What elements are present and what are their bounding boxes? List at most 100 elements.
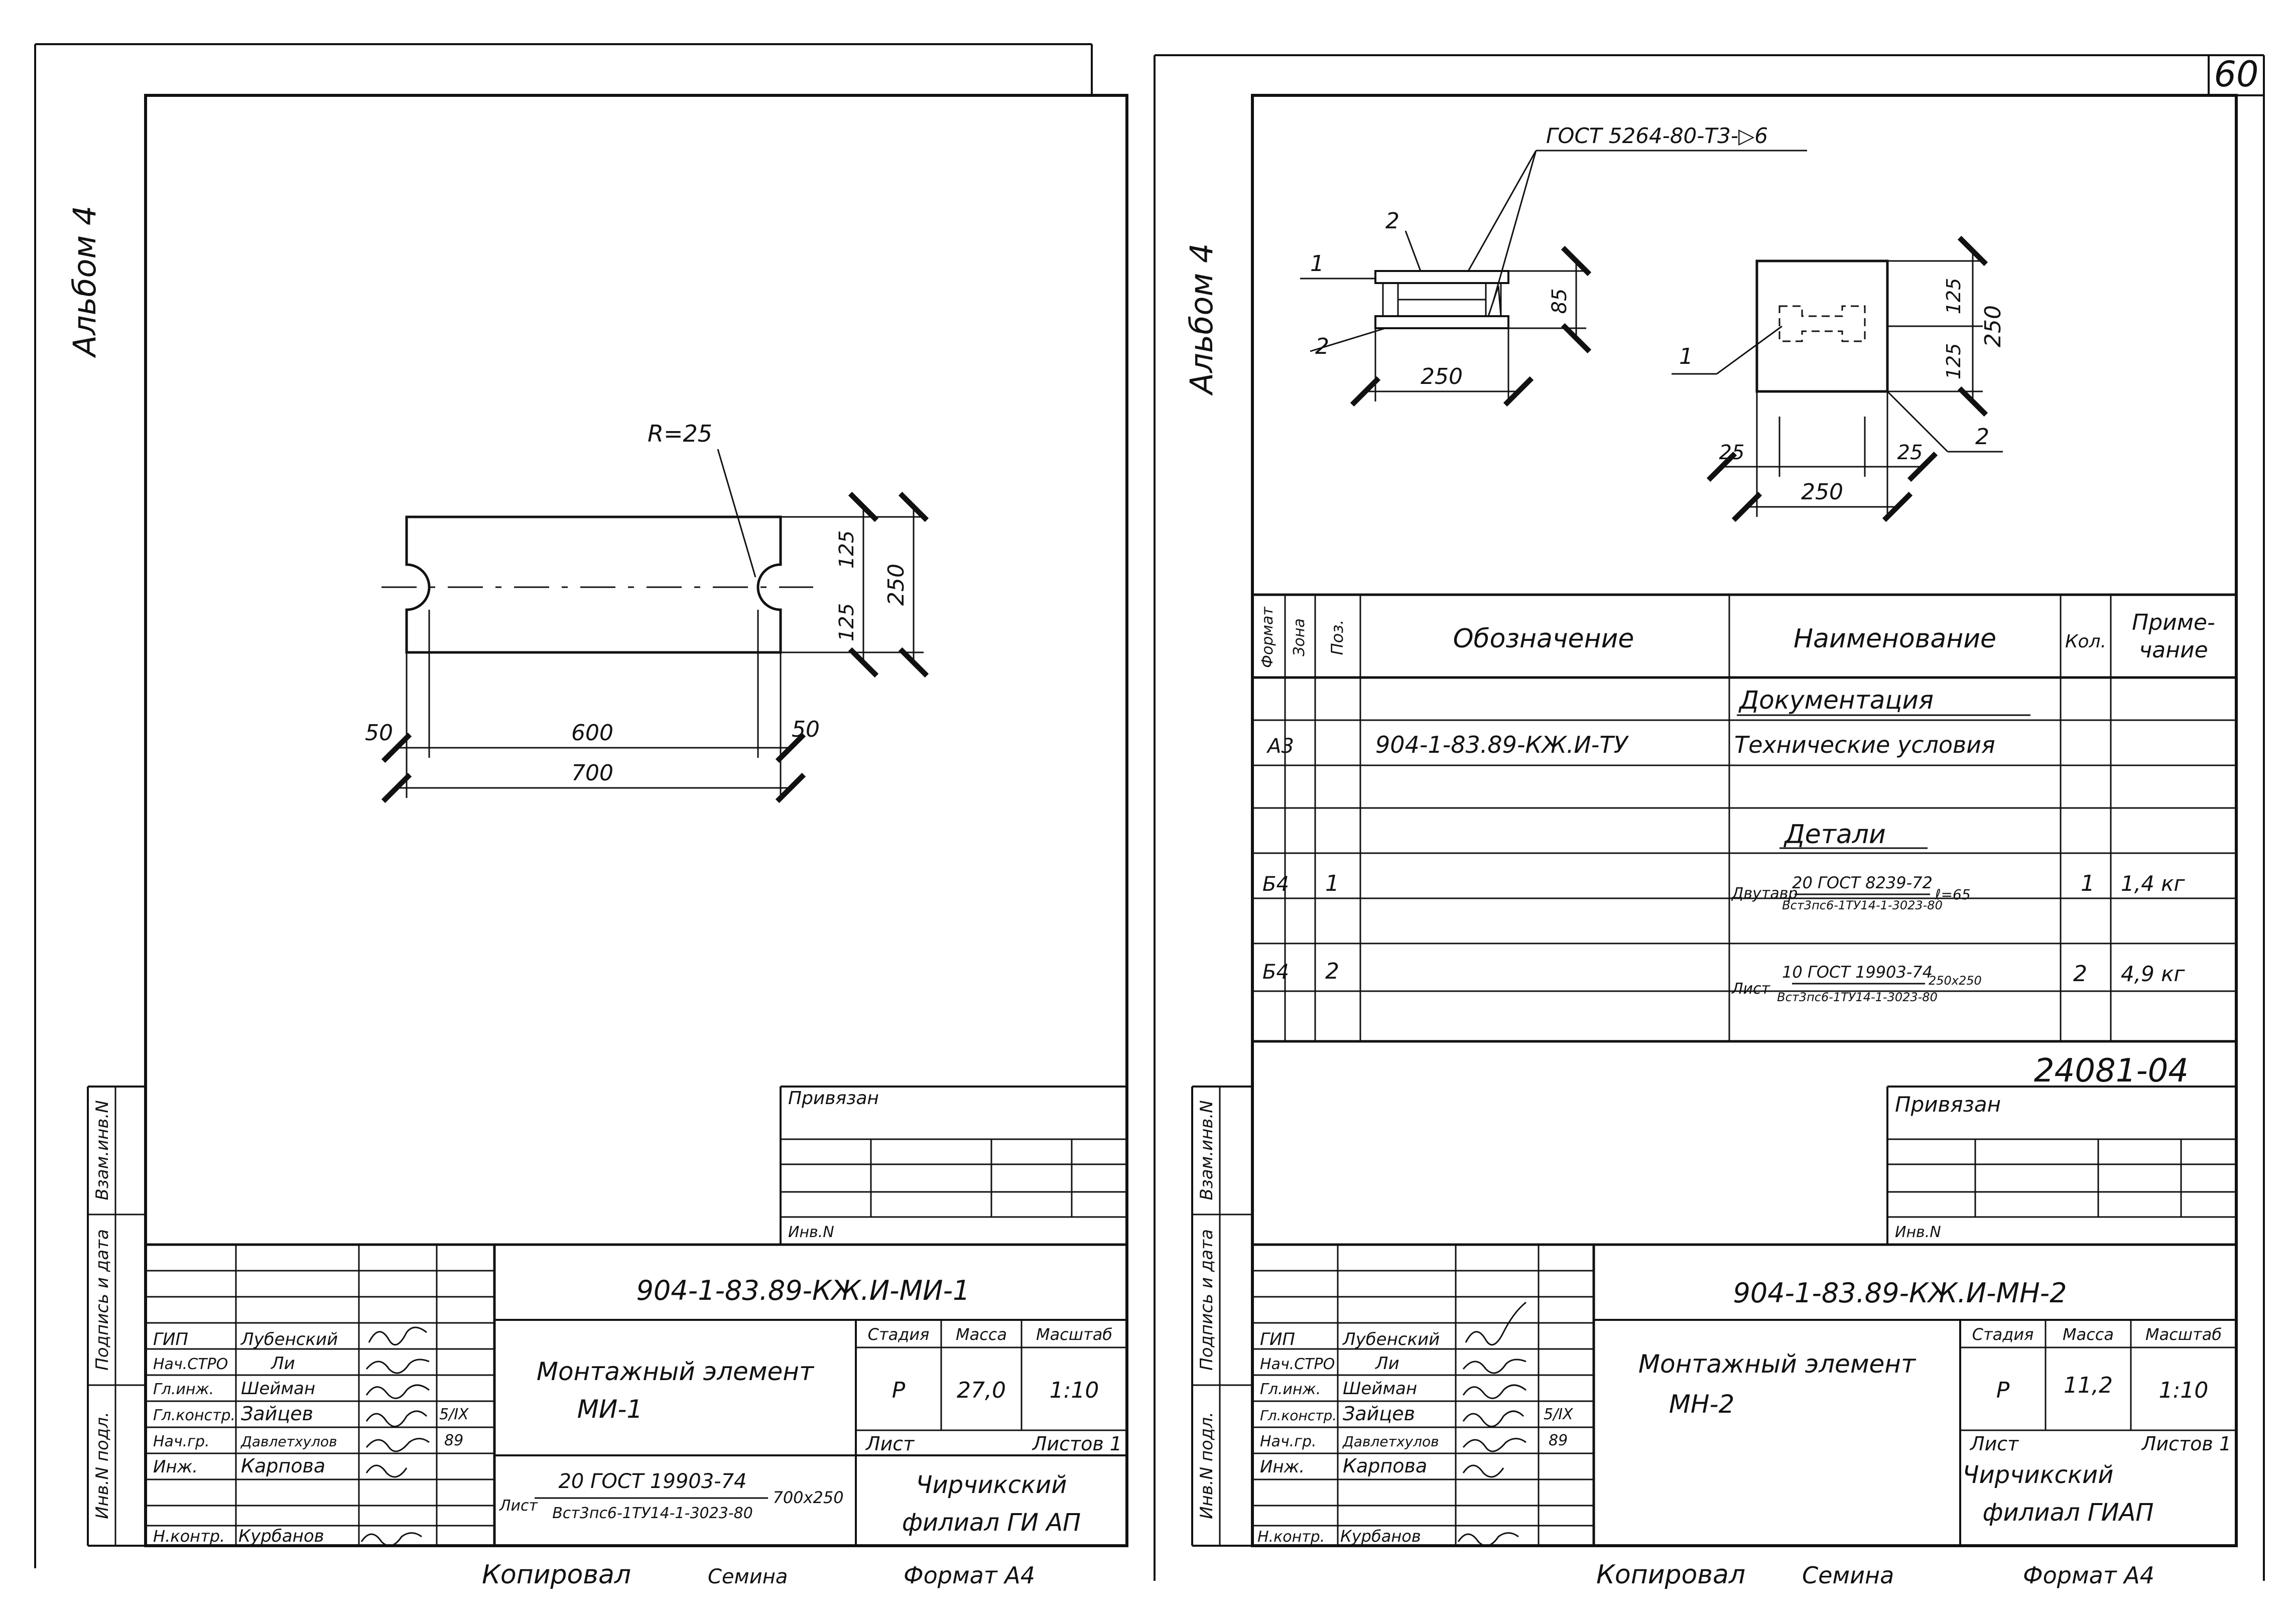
left-title-line1: Монтажный элемент	[537, 1357, 815, 1386]
sheet-number: 60	[2214, 54, 2258, 95]
left-album-label: Альбом 4	[66, 206, 103, 359]
left-org-line2: филиал ГИ АП	[902, 1509, 1081, 1537]
spec-header-note-2: чание	[2139, 637, 2208, 663]
spec-header-name: Наименование	[1794, 624, 1996, 654]
right-inner-frame	[1251, 94, 2238, 1547]
spec-part1-top: 20 ГОСТ 8239-72	[1792, 873, 1933, 892]
spec-part1-note: 1,4 кг	[2121, 871, 2186, 896]
right-plan-pos-1: 1	[1679, 344, 1693, 369]
right-privyazan-block	[1886, 1086, 2236, 1245]
right-role-0: ГИП	[1260, 1329, 1295, 1349]
right-gost-weld: ГОСТ 5264-80-Т3-▷6	[1546, 123, 1768, 148]
right-role-2: Гл.инж.	[1260, 1381, 1321, 1398]
right-dim-plan-125a: 125	[1943, 278, 1965, 315]
left-role-0: ГИП	[153, 1329, 188, 1349]
left-part-drawing: R=25 600 700 50 50 125 125 250	[365, 420, 929, 803]
right-org-line2: филиал ГИАП	[1982, 1499, 2153, 1527]
left-date-main: 5/IX	[439, 1406, 469, 1423]
right-org-line1: Чирчикский	[1963, 1461, 2114, 1489]
spec-part2-top: 10 ГОСТ 19903-74	[1782, 963, 1933, 982]
left-sheet: Альбом 4 Взам.инв.N Подпись и дата Инв.N…	[66, 94, 1128, 1590]
left-col-mass: Масса	[956, 1325, 1007, 1344]
left-inner-frame	[144, 94, 1128, 1547]
left-name-3: Зайцев	[241, 1403, 313, 1425]
spec-header-zone: Зона	[1291, 618, 1308, 656]
right-mass: 11,2	[2064, 1373, 2113, 1398]
left-side-label-2: Подпись и дата	[92, 1229, 112, 1371]
right-role-1: Нач.СТРО	[1260, 1356, 1335, 1373]
right-name-5: Карпова	[1343, 1455, 1427, 1477]
spec-part2-format: Б4	[1262, 961, 1289, 984]
right-footer-copier: Семина	[1802, 1562, 1894, 1589]
spec-part2-suffix: 250х250	[1929, 974, 1982, 988]
spec-table-grid	[1252, 593, 2236, 1043]
left-stage: Р	[892, 1378, 906, 1403]
spec-part2-pos: 2	[1325, 959, 1339, 984]
left-dim-250: 250	[883, 564, 909, 606]
left-role-3: Гл.констр.	[153, 1407, 235, 1424]
right-sheet-label: Лист	[1969, 1433, 2019, 1455]
right-dim-plan-250-h: 250	[1801, 479, 1843, 505]
right-title-line2: МН-2	[1669, 1390, 1735, 1419]
right-signatures	[1457, 1301, 1526, 1547]
right-inv-no: Инв.N	[1895, 1224, 1941, 1241]
spec-section-parts: Детали	[1783, 820, 1886, 850]
right-project-number: 24081-04	[2034, 1052, 2189, 1090]
left-name-0: Лубенский	[240, 1329, 338, 1349]
left-name-5: Карпова	[241, 1455, 325, 1477]
right-plan-view: 1 2 125 125 250 25 25 250	[1672, 235, 2006, 522]
outer-frame	[34, 43, 2265, 1581]
left-dim-50-right: 50	[792, 717, 820, 742]
spec-part1-format: Б4	[1262, 873, 1289, 896]
left-footer-format: Формат А4	[904, 1562, 1035, 1589]
spec-part2-bottom: Вст3пс6-1ТУ14-1-3023-80	[1777, 990, 1938, 1004]
left-org-line1: Чирчикский	[916, 1471, 1067, 1499]
right-side-view: ГОСТ 5264-80-Т3-▷6 2 1 2 250 85	[1300, 123, 1807, 407]
spec-doc-designation: 904-1-83.89-КЖ.И-ТУ	[1375, 731, 1629, 758]
left-material-bottom: Вст3пс6-1ТУ14-1-3023-80	[552, 1505, 753, 1522]
spec-header-pos: Поз.	[1328, 620, 1347, 655]
spec-header-designation: Обозначение	[1453, 624, 1634, 654]
right-plan-pos-2: 2	[1975, 424, 1989, 450]
left-col-scale: Масштаб	[1036, 1325, 1112, 1344]
left-signatures	[360, 1326, 430, 1547]
left-doc-code: 904-1-83.89-КЖ.И-МИ-1	[636, 1275, 970, 1306]
spec-section-docs: Документация	[1738, 686, 1934, 715]
left-side-label-1: Взам.инв.N	[92, 1100, 112, 1200]
left-dim-600: 600	[571, 720, 613, 746]
left-footer-copied: Копировал	[482, 1560, 631, 1590]
right-side-pos-2-bottom: 2	[1315, 334, 1329, 359]
left-inv-no: Инв.N	[788, 1224, 834, 1241]
right-privyazan: Привязан	[1895, 1092, 2001, 1117]
spec-part1-pos: 1	[1325, 871, 1339, 896]
left-material-prefix: Лист	[499, 1497, 539, 1515]
right-dim-edge-25a: 25	[1719, 441, 1745, 464]
spec-part1-prefix: Двутавр	[1731, 885, 1798, 902]
right-name-2: Шейман	[1343, 1379, 1417, 1399]
spec-part2-note: 4,9 кг	[2121, 962, 2186, 986]
right-name-0: Лубенский	[1342, 1329, 1440, 1349]
right-col-mass: Масса	[2063, 1325, 2114, 1344]
left-title-block	[146, 1243, 1127, 1546]
left-mass: 27,0	[957, 1378, 1006, 1403]
left-name-4: Давлетхулов	[240, 1433, 337, 1450]
left-footer-copier: Семина	[708, 1565, 788, 1588]
right-dim-85: 85	[1548, 289, 1571, 314]
right-doc-code: 904-1-83.89-КЖ.И-МН-2	[1733, 1277, 2067, 1309]
right-norm-name: Курбанов	[1340, 1527, 1421, 1546]
right-side-strip: Взам.инв.N Подпись и дата Инв.N подл.	[1191, 1086, 1252, 1547]
spec-part1-suffix: ℓ=65	[1935, 886, 1971, 903]
right-dim-edge-25b: 25	[1897, 441, 1923, 464]
right-album-label: Альбом 4	[1183, 243, 1220, 396]
left-dim-50-left: 50	[365, 720, 393, 746]
left-norm-name: Курбанов	[238, 1526, 324, 1546]
spec-part1-qty: 1	[2081, 871, 2095, 896]
right-title-line1: Монтажный элемент	[1638, 1349, 1917, 1379]
left-role-1: Нач.СТРО	[153, 1356, 228, 1373]
left-dim-125-lower: 125	[835, 603, 858, 641]
left-role-2: Гл.инж.	[153, 1381, 214, 1398]
left-title-line2: МИ-1	[577, 1395, 643, 1424]
spec-part1-bottom: Вст3пс6-1ТУ14-1-3023-80	[1782, 898, 1943, 912]
right-side-label-2: Подпись и дата	[1197, 1229, 1217, 1371]
